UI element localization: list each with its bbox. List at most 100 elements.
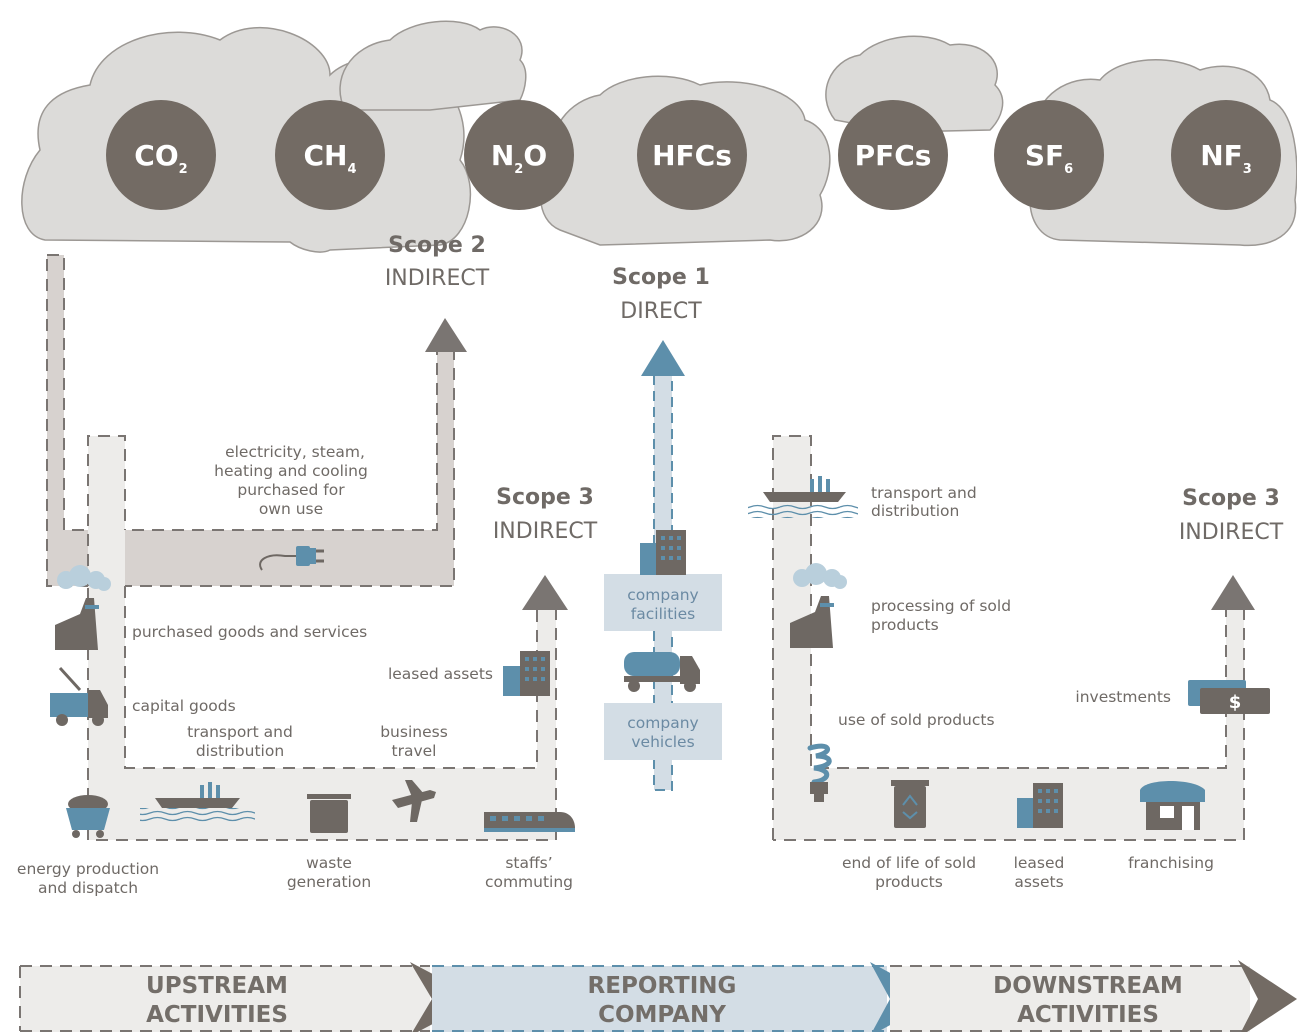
svg-text:purchased for: purchased for — [237, 481, 345, 499]
svg-text:products: products — [871, 616, 939, 634]
svg-text:PFCs: PFCs — [855, 139, 932, 172]
svg-text:ACTIVITIES: ACTIVITIES — [146, 1002, 288, 1028]
label-electricity: electricity, steam, heating and cooling … — [214, 443, 368, 518]
label-processing: processing of sold products — [871, 597, 1011, 634]
scope3-right-arrow — [1211, 575, 1255, 610]
ship-icon — [140, 782, 255, 822]
label-company-vehicles: company vehicles — [627, 714, 698, 751]
svg-text:generation: generation — [287, 873, 371, 891]
svg-text:travel: travel — [392, 742, 437, 760]
band-reporting-text: REPORTING COMPANY — [588, 973, 737, 1028]
scope3-right-title: Scope 3 — [1182, 486, 1280, 511]
scope2-path — [46, 254, 467, 587]
ship-icon-downstream — [748, 476, 858, 518]
label-use-sold-products: use of sold products — [838, 711, 995, 729]
svg-text:waste: waste — [306, 854, 352, 872]
svg-text:N2O: N2O — [491, 139, 547, 177]
airplane-icon — [392, 780, 436, 822]
building-icon-upstream — [503, 651, 550, 696]
scope3-left-title: Scope 3 — [496, 485, 594, 510]
label-business-travel: business travel — [380, 723, 448, 760]
band-downstream-text: DOWNSTREAM ACTIVITIES — [993, 973, 1183, 1028]
svg-text:assets: assets — [1014, 873, 1063, 891]
svg-text:processing of sold: processing of sold — [871, 597, 1011, 615]
scope2-arrow — [425, 318, 467, 352]
cloud-mid-top — [339, 20, 527, 111]
svg-text:transport and: transport and — [187, 723, 293, 741]
waste-bin-icon — [307, 794, 351, 833]
money-icon: $ — [1188, 680, 1270, 714]
svg-text:UPSTREAM: UPSTREAM — [146, 973, 288, 999]
svg-text:COMPANY: COMPANY — [598, 1002, 726, 1028]
gas-sf6: SF6 — [994, 100, 1104, 210]
svg-text:commuting: commuting — [485, 873, 573, 891]
truck-icon — [50, 666, 108, 726]
svg-text:CH4: CH4 — [303, 139, 356, 177]
svg-text:heating and cooling: heating and cooling — [214, 462, 368, 480]
svg-text:distribution: distribution — [871, 502, 959, 520]
scope3-right-subtitle: INDIRECT — [1179, 520, 1284, 545]
coal-cart-icon — [66, 795, 110, 838]
downstream-chevron — [1238, 960, 1297, 1032]
svg-text:facilities: facilities — [631, 605, 695, 623]
gas-nf3: NF3 — [1171, 100, 1281, 210]
gas-n2o: N2O — [464, 100, 574, 210]
band-upstream-text: UPSTREAM ACTIVITIES — [146, 973, 288, 1028]
svg-text:NF3: NF3 — [1200, 139, 1252, 177]
svg-text:and dispatch: and dispatch — [38, 879, 138, 897]
svg-text:electricity, steam,: electricity, steam, — [225, 443, 365, 461]
scope3-left-arrow — [522, 575, 568, 610]
tanker-truck-icon — [624, 652, 700, 692]
gas-co2: CO2 — [106, 100, 216, 210]
light-bulb-icon — [807, 743, 832, 802]
scope3-upstream-path — [87, 435, 568, 841]
factory-icon-downstream — [790, 563, 847, 648]
scope1-title: Scope 1 — [612, 265, 710, 290]
label-end-of-life: end of life of sold products — [842, 854, 976, 891]
factory-icon — [55, 565, 111, 650]
label-franchising: franchising — [1128, 854, 1214, 872]
shop-icon — [1140, 781, 1205, 830]
plug-icon — [259, 546, 324, 571]
svg-text:staffs’: staffs’ — [505, 854, 552, 872]
svg-text:REPORTING: REPORTING — [588, 973, 737, 999]
svg-text:own use: own use — [259, 500, 323, 518]
gas-pfcs: PFCs — [838, 100, 948, 210]
svg-text:energy production: energy production — [17, 860, 159, 878]
svg-text:CO2: CO2 — [134, 139, 187, 177]
label-leased-assets-upstream: leased assets — [388, 665, 493, 683]
recycle-bin-icon — [891, 780, 929, 828]
scope1-path — [604, 340, 722, 791]
svg-text:transport and: transport and — [871, 484, 977, 502]
train-icon — [484, 812, 575, 832]
svg-text:end of life of sold: end of life of sold — [842, 854, 976, 872]
gas-circles: CO2 CH4 N2O HFCs PFCs SF6 NF3 — [106, 100, 1281, 210]
activity-band — [19, 960, 1297, 1032]
label-leased-assets-downstream: leased assets — [1014, 854, 1065, 891]
svg-text:DOWNSTREAM: DOWNSTREAM — [993, 973, 1183, 999]
svg-text:business: business — [380, 723, 448, 741]
label-capital-goods: capital goods — [132, 697, 236, 715]
label-investments: investments — [1075, 688, 1171, 706]
svg-text:HFCs: HFCs — [652, 139, 732, 172]
label-transport-downstream: transport and distribution — [871, 484, 977, 520]
svg-text:vehicles: vehicles — [631, 733, 694, 751]
company-facilities-box — [604, 574, 722, 631]
label-commuting: staffs’ commuting — [485, 854, 573, 891]
label-transport-upstream: transport and distribution — [187, 723, 293, 760]
scope1-arrow — [641, 340, 685, 376]
gas-ch4: CH4 — [275, 100, 385, 210]
label-waste: waste generation — [287, 854, 371, 891]
svg-text:products: products — [875, 873, 943, 891]
scope1-subtitle: DIRECT — [620, 299, 702, 324]
label-purchased-goods: purchased goods and services — [132, 623, 367, 641]
svg-text:leased: leased — [1014, 854, 1065, 872]
company-vehicles-box — [604, 703, 722, 760]
svg-text:SF6: SF6 — [1025, 139, 1073, 177]
scope2-subtitle: INDIRECT — [385, 266, 490, 291]
svg-text:company: company — [627, 714, 698, 732]
scope2-title: Scope 2 — [388, 233, 486, 258]
svg-text:ACTIVITIES: ACTIVITIES — [1017, 1002, 1159, 1028]
svg-text:$: $ — [1229, 692, 1242, 713]
